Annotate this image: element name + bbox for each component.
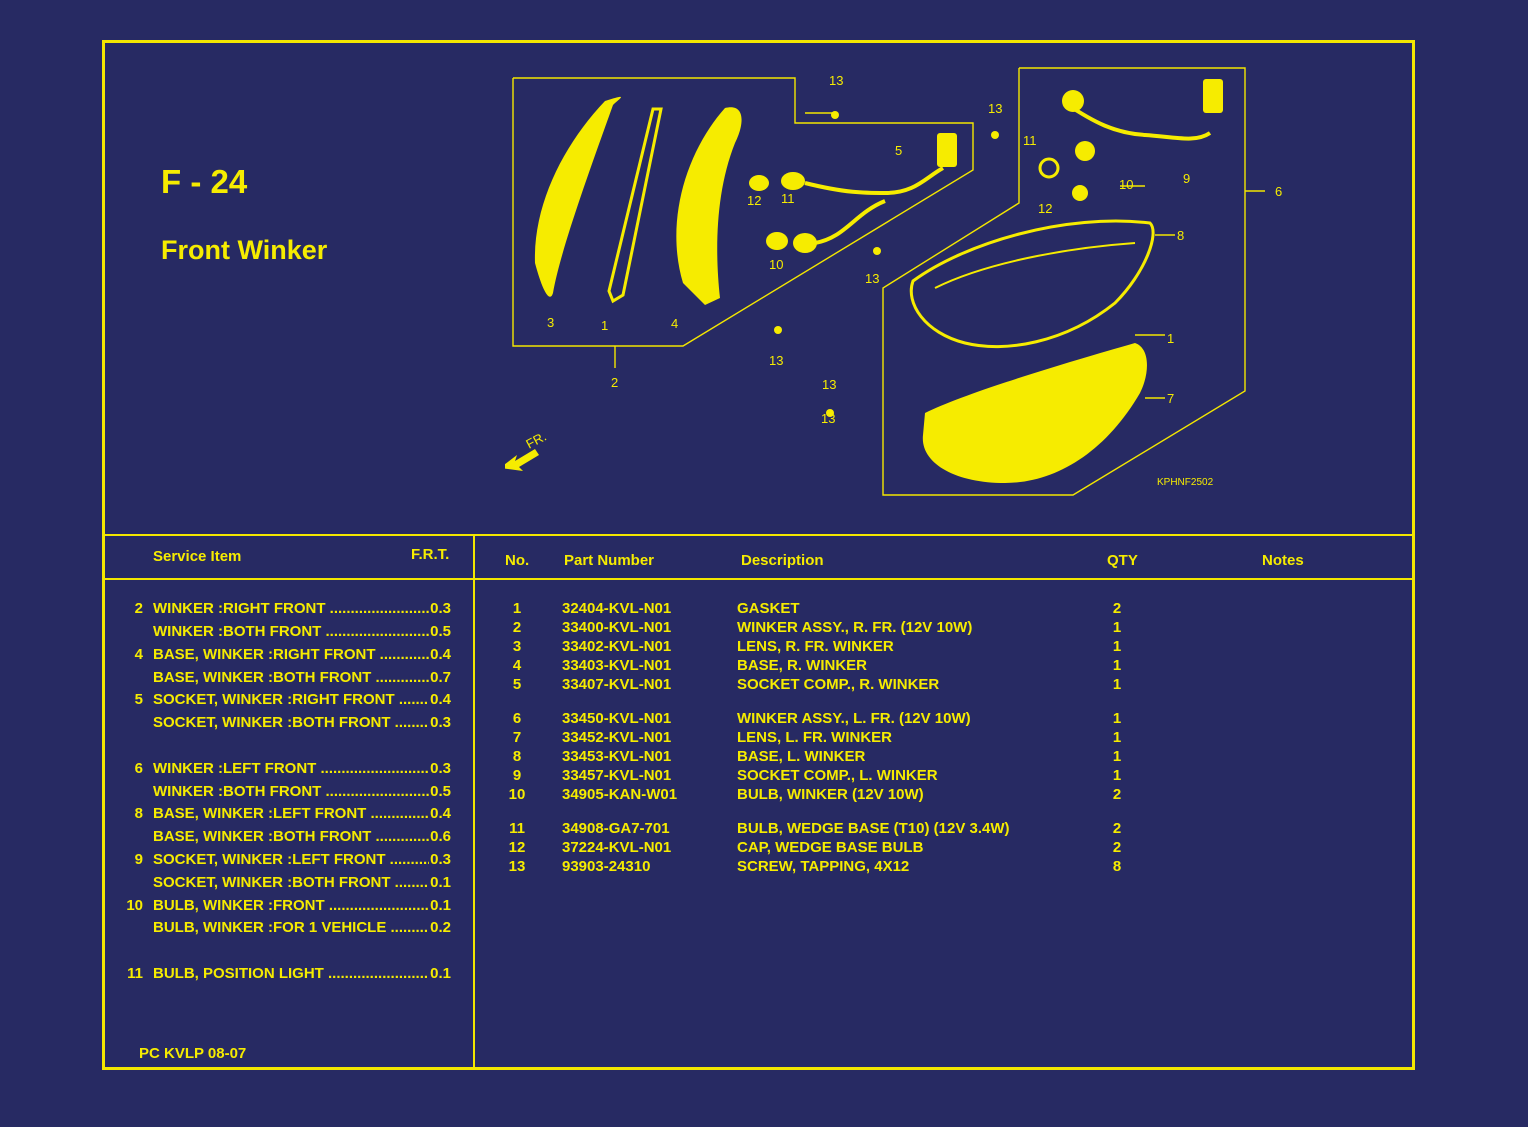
callout: 13: [822, 377, 836, 392]
callout: 10: [1119, 177, 1133, 192]
callout: 13: [829, 73, 843, 88]
screw-13: [831, 111, 839, 119]
diagram-ref: KPHNF2502: [1157, 477, 1214, 488]
callout: 12: [747, 193, 761, 208]
service-row: WINKER :BOTH FRONT0.5: [105, 783, 475, 805]
exploded-parts-diagram: FR. 13 13 5 12 11 10 3 1 4 2 13 13 13 11…: [505, 67, 1282, 496]
left-winker-group-outline: [882, 67, 1246, 496]
figure-code: F - 24: [161, 163, 248, 200]
gasket-1: [607, 107, 663, 304]
part-no-header: No.: [505, 552, 530, 569]
right-winker-lens-3: [534, 96, 622, 297]
callout: 10: [769, 257, 783, 272]
left-winker-lens-7: [922, 343, 1147, 483]
frt-header: F.R.T.: [411, 546, 450, 563]
right-winker-base-4: [676, 107, 742, 305]
direction-label: FR.: [523, 429, 549, 452]
callout: 11: [781, 191, 795, 206]
socket-wire-5: [804, 166, 944, 196]
bulb-10-left: [1072, 185, 1088, 201]
callout: 13: [821, 411, 835, 426]
description-header: Description: [741, 552, 824, 569]
service-row: SOCKET, WINKER :BOTH FRONT0.1: [105, 874, 475, 896]
figure-title: Front Winker: [161, 235, 328, 265]
callout: 13: [769, 353, 783, 368]
qty-header: QTY: [1107, 552, 1138, 569]
service-row: BASE, WINKER :BOTH FRONT0.6: [105, 828, 475, 850]
callout: 7: [1167, 391, 1174, 406]
service-row: SOCKET, WINKER :BOTH FRONT0.3: [105, 714, 475, 736]
right-winker-group-outline: [512, 77, 974, 347]
callout: 12: [1038, 201, 1052, 216]
callout: 2: [611, 375, 618, 390]
cap-12: [1038, 157, 1060, 179]
bulb-12: [749, 175, 769, 191]
publication-code: PC KVLP 08-07: [139, 1045, 247, 1062]
sheet-divider-horizontal: [105, 534, 1412, 536]
bulb-11: [781, 172, 805, 190]
callout: 3: [547, 315, 554, 330]
bulb-11-left: [1062, 90, 1084, 112]
callout: 1: [601, 318, 608, 333]
connector-9: [1203, 79, 1223, 113]
callout: 6: [1275, 184, 1282, 199]
service-row: BASE, WINKER :BOTH FRONT0.7: [105, 669, 475, 691]
bulb-10: [766, 232, 788, 250]
socket-10: [793, 233, 817, 253]
direction-arrow-icon: [505, 449, 539, 471]
parts-sheet: F - 24 Front Winker: [102, 40, 1415, 1070]
callout: 4: [671, 316, 678, 331]
callout: 9: [1183, 171, 1190, 186]
left-winker-base-8: [909, 219, 1155, 349]
table-column-divider: [473, 534, 475, 1070]
service-row: WINKER :BOTH FRONT0.5: [105, 623, 475, 645]
table-header-rule: [105, 578, 1412, 580]
connector-5: [937, 133, 957, 167]
service-item-header: Service Item: [153, 548, 242, 565]
callout: 8: [1177, 228, 1184, 243]
callout: 13: [865, 271, 879, 286]
notes-header: Notes: [1262, 552, 1304, 569]
callout: 13: [988, 101, 1002, 116]
callout: 11: [1023, 133, 1037, 148]
callout: 5: [895, 143, 902, 158]
service-row: BULB, WINKER :FOR 1 VEHICLE0.2: [105, 919, 475, 941]
part-number-header: Part Number: [564, 552, 655, 569]
callout: 1: [1167, 331, 1174, 346]
